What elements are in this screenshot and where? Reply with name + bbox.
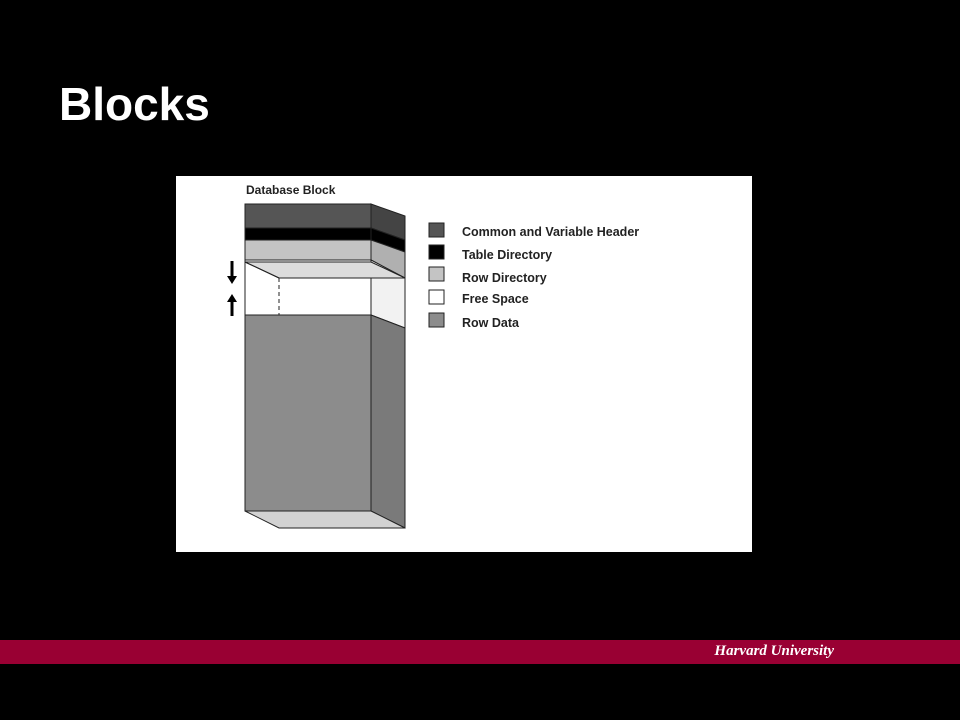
legend-label-row-data: Row Data: [462, 316, 520, 330]
legend-label-header: Common and Variable Header: [462, 225, 639, 239]
legend-swatch-header: [428, 222, 445, 238]
front-row-directory-segment: [244, 239, 372, 261]
legend-swatch-row-directory: [428, 266, 445, 282]
side-row-data-segment: [370, 314, 406, 529]
arrow-down-icon: [227, 261, 237, 284]
front-header-segment: [244, 203, 372, 229]
legend-swatch-table-directory: [428, 244, 445, 260]
diagram-panel: Database Block: [176, 176, 752, 552]
diagram-title: Database Block: [246, 183, 336, 197]
legend-swatch-row-data: [428, 312, 445, 328]
legend-swatch-free-space: [428, 289, 445, 305]
block-bottom-face: [244, 510, 406, 529]
arrow-up-icon: [227, 294, 237, 316]
slide-title: Blocks: [59, 78, 210, 130]
front-row-data-segment: [244, 314, 372, 512]
legend-label-table-directory: Table Directory: [462, 248, 552, 262]
legend-label-free-space: Free Space: [462, 292, 529, 306]
footer-bar: Harvard University: [0, 640, 960, 664]
footer-text: Harvard University: [714, 643, 834, 659]
front-table-directory-segment: [244, 227, 372, 241]
legend: Common and Variable Header Table Directo…: [428, 222, 639, 330]
legend-label-row-directory: Row Directory: [462, 271, 547, 285]
free-space-edge-line: [244, 261, 280, 279]
database-block-diagram: Database Block: [227, 183, 639, 529]
